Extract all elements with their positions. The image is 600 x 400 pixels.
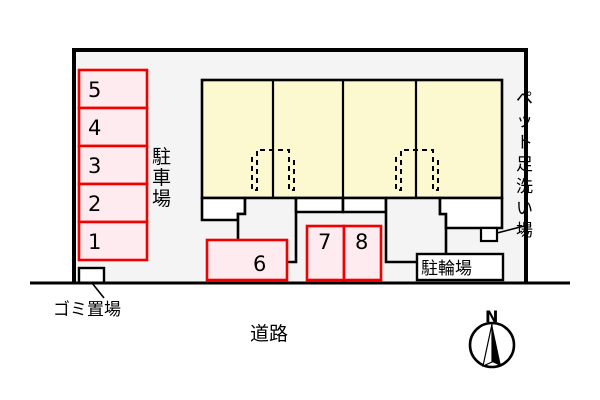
parking-space-1[interactable] [77,220,149,262]
pet-wash-label-char-3: ト [516,133,533,153]
pet-wash-label-char-1: ペ [516,89,533,109]
pet-wash-leader-line [496,224,529,234]
pet-wash-label-char-4: 足 [516,155,533,175]
balcony-middle [294,196,345,214]
road-label: 道路 [250,323,288,345]
bicycle-parking-box[interactable] [415,252,505,282]
entrance-porch-right [384,196,448,264]
balcony-right [438,196,504,230]
stair-outline-left [251,149,295,191]
parking-space-7-number: 7 [318,230,331,254]
parking-space-8-box[interactable] [342,224,383,282]
parking-lot-label-char-3: 場 [152,188,171,210]
garbage-area-leader-line [91,282,105,299]
parking-space-5[interactable] [77,68,149,110]
pet-wash-label-char-5: 洗 [516,177,533,197]
parking-space-3[interactable] [77,144,149,186]
parking-space-6-box[interactable] [205,238,289,282]
parking-space-5-number: 5 [88,78,101,102]
parking-lot-label-char-2: 車 [152,167,171,189]
parking-space-7-box[interactable] [305,224,346,282]
compass-needle-dark [492,324,501,366]
parking-space-7[interactable] [305,224,346,282]
garbage-area-box[interactable] [77,266,106,285]
compass-rose: N [468,307,516,369]
bicycle-parking-label: 駐輪場 [421,259,472,279]
building-block [200,78,504,200]
pet-wash-label-char-7: 場 [516,221,533,241]
parking-lot-label-char-1: 駐 [152,146,171,168]
parking-space-2[interactable] [77,182,149,224]
garbage-area-label: ゴミ置場 [53,299,121,320]
parking-space-8-number: 8 [355,230,368,254]
pet-wash-basin [479,226,499,243]
pet-wash-label-char-2: ッ [516,111,533,131]
parking-space-5-box[interactable] [77,68,149,110]
parking-space-2-box[interactable] [77,182,149,224]
compass-needle-light [482,323,493,368]
site-boundary-outline [72,48,528,283]
parking-space-6[interactable] [205,238,289,282]
parking-space-3-box[interactable] [77,144,149,186]
compass-north-label: N [485,307,498,326]
parking-space-4-number: 4 [88,116,101,140]
pet-wash-label-char-6: い [516,199,533,219]
parking-space-3-number: 3 [88,154,101,178]
parking-space-1-box[interactable] [77,220,149,262]
parking-space-6-number: 6 [253,252,266,276]
balcony-middle-right [341,196,388,214]
stair-outline-right [395,149,439,191]
parking-space-8[interactable] [342,224,383,282]
parking-space-1-number: 1 [88,230,101,254]
parking-space-2-number: 2 [88,192,101,216]
